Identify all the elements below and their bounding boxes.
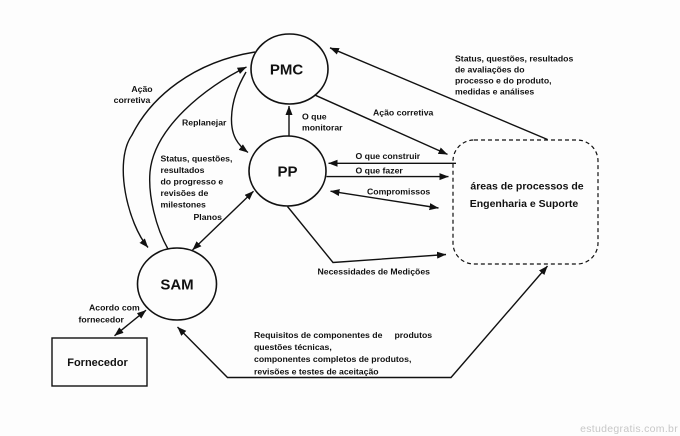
svg-text:medidas e análises: medidas e análises — [455, 87, 534, 97]
svg-text:PP: PP — [277, 164, 297, 181]
svg-text:Planos: Planos — [194, 212, 223, 222]
svg-text:SAM: SAM — [160, 277, 193, 294]
svg-text:componentes completos de produ: componentes completos de produtos, — [254, 354, 411, 364]
svg-text:Engenharia e Suporte: Engenharia e Suporte — [470, 198, 579, 210]
svg-text:Compromissos: Compromissos — [367, 187, 430, 197]
svg-text:do progresso e: do progresso e — [161, 177, 224, 187]
svg-text:revisões de: revisões de — [161, 188, 209, 198]
svg-text:Ação corretiva: Ação corretiva — [373, 108, 434, 118]
svg-text:Status, questões,: Status, questões, — [161, 154, 233, 164]
svg-text:milestones: milestones — [161, 200, 207, 210]
svg-text:O que construir: O que construir — [356, 151, 421, 161]
svg-text:estudegratis.com.br: estudegratis.com.br — [580, 423, 678, 435]
svg-text:resultados: resultados — [161, 165, 205, 175]
svg-text:processo e do produto,: processo e do produto, — [455, 76, 552, 86]
svg-text:monitorar: monitorar — [302, 123, 343, 133]
svg-text:Acordo com: Acordo com — [89, 303, 140, 313]
svg-text:PMC: PMC — [270, 62, 304, 79]
svg-text:Requisitos de componentes de: Requisitos de componentes de produtos — [254, 330, 432, 340]
svg-text:Ação: Ação — [131, 84, 152, 94]
svg-text:Replanejar: Replanejar — [182, 118, 227, 128]
svg-text:Fornecedor: Fornecedor — [67, 357, 128, 369]
svg-text:O que: O que — [302, 112, 327, 122]
svg-text:Status, questões, resultados: Status, questões, resultados — [455, 54, 573, 64]
svg-text:fornecedor: fornecedor — [79, 315, 125, 325]
svg-text:questões técnicas,: questões técnicas, — [254, 342, 332, 352]
svg-text:de avaliações do: de avaliações do — [455, 65, 525, 75]
svg-text:O que fazer: O que fazer — [356, 166, 404, 176]
svg-text:corretiva: corretiva — [114, 95, 151, 105]
svg-text:revisões e testes de aceitação: revisões e testes de aceitação — [254, 367, 379, 377]
svg-text:Necessidades de Medições: Necessidades de Medições — [318, 267, 431, 277]
svg-text:áreas de processos de: áreas de processos de — [470, 181, 583, 193]
